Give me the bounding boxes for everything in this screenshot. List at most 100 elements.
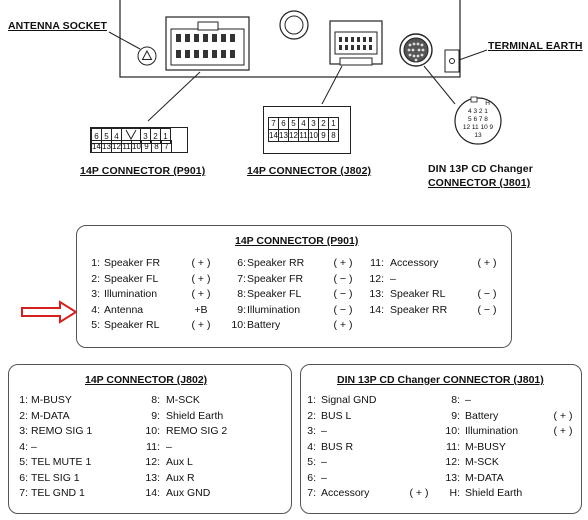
pin-signal: Illumination (104, 288, 158, 300)
pin-number: 9: (151, 409, 160, 422)
pin-signal: Aux GND (166, 487, 211, 499)
pin-cell: 14 (91, 140, 102, 153)
pin-polarity: ( + ) (333, 319, 353, 331)
pin-cell: 12 (288, 129, 299, 142)
pin-cell: 10 (131, 140, 142, 153)
pin-signal: Illumination (465, 425, 519, 437)
pin-polarity: ( + ) (477, 257, 497, 269)
pin-signal: Accessory (390, 257, 439, 269)
din-pinout-diagram (454, 96, 502, 145)
pin-cell: 9 (318, 129, 329, 142)
pin-signal: – (465, 394, 471, 406)
pin-cell: 13 (101, 140, 112, 153)
pin-cell: 8 (151, 140, 162, 153)
pin-signal: BUS R (321, 440, 354, 453)
pin-signal: Speaker FL (104, 272, 159, 285)
pin-number: 9: (451, 409, 460, 422)
pin-signal: TEL SIG 1 (31, 471, 80, 484)
antenna-leader-line (108, 31, 141, 50)
pin-polarity: ( + ) (191, 319, 211, 331)
pin-number: 5: (19, 456, 28, 468)
p901-caption: 14P CONNECTOR (P901) (80, 165, 206, 177)
pin-number: 11: (146, 440, 160, 453)
pin-cell: 5 (288, 117, 299, 130)
j802-pin-grid: 7 6 5 4 3 2 1 14 13 12 11 10 9 8 (263, 106, 351, 154)
din-pin-row: 5 6 7 8 (468, 116, 488, 123)
pin-polarity: ( + ) (409, 487, 429, 499)
pin-polarity: ( + ) (191, 288, 211, 300)
pin-number: 12: (369, 272, 384, 285)
pin-cell: 1 (328, 117, 339, 130)
pin-polarity: ( + ) (191, 272, 211, 285)
pin-cell: 7 (161, 140, 172, 153)
pin-signal: Shield Earth (465, 487, 523, 499)
pin-number: 13: (145, 471, 160, 484)
pin-signal: Battery (247, 319, 281, 331)
pin-number: 2: (307, 409, 316, 422)
p901-table: 14P CONNECTOR (P901) (76, 225, 512, 348)
pin-signal: M-SCK (166, 394, 200, 406)
pin-number: 5: (91, 319, 100, 331)
pin-signal: REMO SIG 2 (166, 425, 228, 437)
pin-signal: – (321, 456, 327, 468)
rear-panel-drawing (108, 0, 502, 145)
pin-polarity: ( + ) (191, 257, 211, 269)
pin-polarity: +B (194, 303, 208, 316)
p901-table-title: 14P CONNECTOR (P901) (235, 235, 359, 247)
pin-number: 4: (91, 303, 100, 316)
pin-signal: TEL GND 1 (31, 487, 85, 499)
j802-leader-line (321, 65, 343, 105)
pin-number: 3: (19, 425, 28, 437)
pin-signal: Accessory (321, 487, 370, 499)
pin-signal: Speaker FR (247, 272, 304, 285)
pin-cell: 12 (111, 140, 122, 153)
pin-number: 8: (237, 288, 246, 300)
pin-number: 5: (307, 456, 316, 468)
pin-signal: – (390, 272, 396, 285)
pin-signal: M-BUSY (31, 394, 72, 406)
pin-number: 7: (237, 272, 246, 285)
pin-number: 3: (307, 425, 316, 437)
pin-signal: M-BUSY (465, 440, 506, 453)
pin-polarity: ( − ) (477, 288, 497, 300)
pin-polarity: ( + ) (553, 425, 573, 437)
pin-signal: Speaker FL (247, 288, 302, 300)
pin-signal: REMO SIG 1 (31, 425, 93, 437)
antenna-socket-icon (137, 46, 157, 66)
pin-signal: – (321, 425, 327, 437)
round-port-icon (279, 10, 309, 40)
pin-cell: 11 (121, 140, 132, 153)
pin-number: 1: (19, 394, 28, 406)
pin-signal: Aux R (166, 471, 195, 484)
pin-number: 11: (446, 440, 460, 453)
pin-number: 13: (369, 288, 384, 300)
pin-signal: BUS L (321, 409, 352, 422)
pin-number: 6: (307, 471, 316, 484)
pin-number: 8: (151, 394, 160, 406)
pin-signal: Speaker FR (104, 257, 161, 269)
p901-connector-icon (165, 16, 250, 71)
pin-cell: 3 (308, 117, 319, 130)
din-pin-numbers: H 4 3 2 1 5 6 7 8 12 11 10 9 13 (460, 100, 496, 140)
pin-signal: M-DATA (465, 471, 504, 484)
pin-number: 13: (445, 471, 460, 484)
pin-number: 11: (370, 257, 384, 269)
j802-table: 14P CONNECTOR (J802) (8, 364, 292, 514)
pin-cell: 2 (318, 117, 329, 130)
pin-number: 4: (19, 440, 28, 453)
pin-signal: Speaker RR (390, 303, 448, 316)
pin-signal: M-SCK (465, 456, 499, 468)
pin-number: 1: (91, 257, 100, 269)
pin-polarity: ( + ) (553, 409, 573, 422)
pin-polarity: ( − ) (333, 288, 353, 300)
antenna-socket-label: ANTENNA SOCKET (8, 20, 108, 32)
pin-signal: Speaker RL (390, 288, 446, 300)
pin-number: 3: (91, 288, 100, 300)
j802-table-title: 14P CONNECTOR (J802) (85, 374, 208, 386)
pin-signal: Illumination (247, 303, 301, 316)
pin-number: 12: (145, 456, 160, 468)
pin-number: 9: (237, 303, 246, 316)
din-pin-row: 13 (474, 132, 482, 139)
pin-number: 7: (307, 487, 316, 499)
earth-leader-line (458, 49, 488, 61)
